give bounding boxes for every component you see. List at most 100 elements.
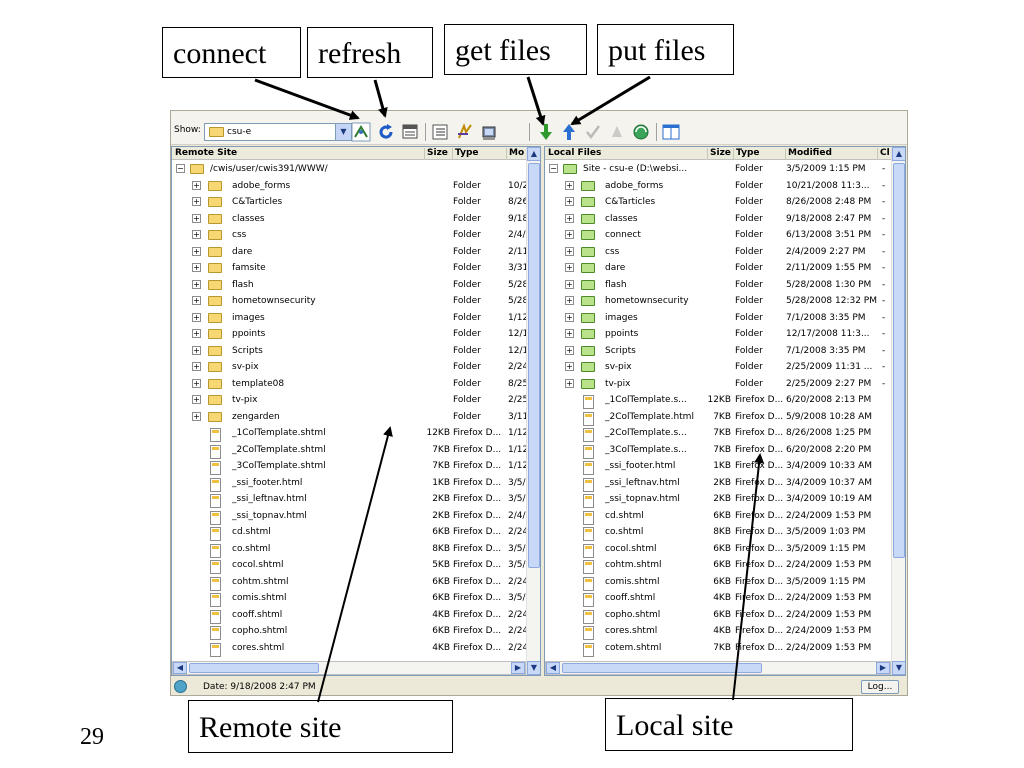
expand-icon[interactable]: + [192,197,201,206]
local-col-type[interactable]: Type [733,148,785,160]
expand-icon[interactable]: + [192,362,201,371]
expand-icon[interactable]: + [192,312,201,322]
local-vertical-scrollbar[interactable]: ▲ ▼ [891,147,905,675]
expand-icon[interactable]: + [192,411,201,421]
expand-icon[interactable]: + [192,213,201,223]
log-button[interactable]: Log... [861,680,899,694]
local-col-size[interactable]: Size [707,148,733,160]
expand-icon[interactable]: + [192,345,201,355]
expand-icon[interactable]: + [565,213,574,223]
scroll-up-icon[interactable]: ▲ [527,147,540,161]
expand-icon[interactable]: + [192,378,201,388]
refresh-icon[interactable] [376,122,396,142]
expand-icon[interactable]: + [565,180,574,190]
ftp-log-icon[interactable] [400,122,420,142]
scroll-thumb[interactable] [562,663,762,673]
expand-icon[interactable]: + [565,296,574,305]
expand-icon[interactable]: + [565,197,574,206]
local-site-panel[interactable]: Local Files Size Type Modified Cl −Site … [544,146,906,676]
site-server-icon[interactable] [479,122,499,142]
expand-icon[interactable]: + [192,395,201,404]
expand-icon[interactable]: + [565,362,574,371]
put-files-icon[interactable] [559,122,579,142]
collapse-icon[interactable]: − [549,164,558,173]
scroll-down-icon[interactable]: ▼ [892,661,905,675]
scroll-right-icon[interactable]: ▶ [511,662,525,674]
remote-vertical-scrollbar[interactable]: ▲ ▼ [526,147,540,675]
remote-col-type[interactable]: Type [452,148,506,160]
connect-icon[interactable] [351,122,371,142]
view-list-icon[interactable] [430,122,450,142]
scroll-left-icon[interactable]: ◀ [173,662,187,674]
scroll-right-icon[interactable]: ▶ [876,662,890,674]
remote-col-size[interactable]: Size [424,148,452,160]
check-in-icon[interactable] [607,122,627,142]
sync-globe-icon[interactable] [631,122,651,142]
expand-icon[interactable]: + [565,279,574,289]
expand-icon[interactable]: + [192,263,201,272]
expand-icon[interactable]: + [565,230,574,239]
list-item[interactable]: −/cwis/user/cwis391/WWW/ [172,161,540,178]
expand-icon[interactable]: + [192,246,201,256]
remote-site-panel[interactable]: Remote Site Size Type Mo −/cwis/user/cwi… [171,146,541,676]
local-horizontal-scrollbar[interactable]: ◀ ▶ [545,661,891,675]
expand-icon[interactable]: + [192,329,201,338]
scroll-thumb[interactable] [189,663,319,673]
local-col-name[interactable]: Local Files [548,148,602,158]
local-col-modified[interactable]: Modified [785,148,877,160]
expand-panel-icon[interactable] [661,122,681,142]
remote-col-modified[interactable]: Mo [506,148,526,160]
collapse-icon[interactable]: − [176,164,185,173]
expand-icon[interactable]: + [565,329,574,338]
scroll-up-icon[interactable]: ▲ [892,147,905,161]
expand-icon[interactable]: + [192,279,201,289]
local-col-checked[interactable]: Cl [877,148,891,160]
expand-icon[interactable]: + [192,296,201,305]
get-files-icon[interactable] [536,122,556,142]
expand-icon[interactable]: + [565,345,574,355]
